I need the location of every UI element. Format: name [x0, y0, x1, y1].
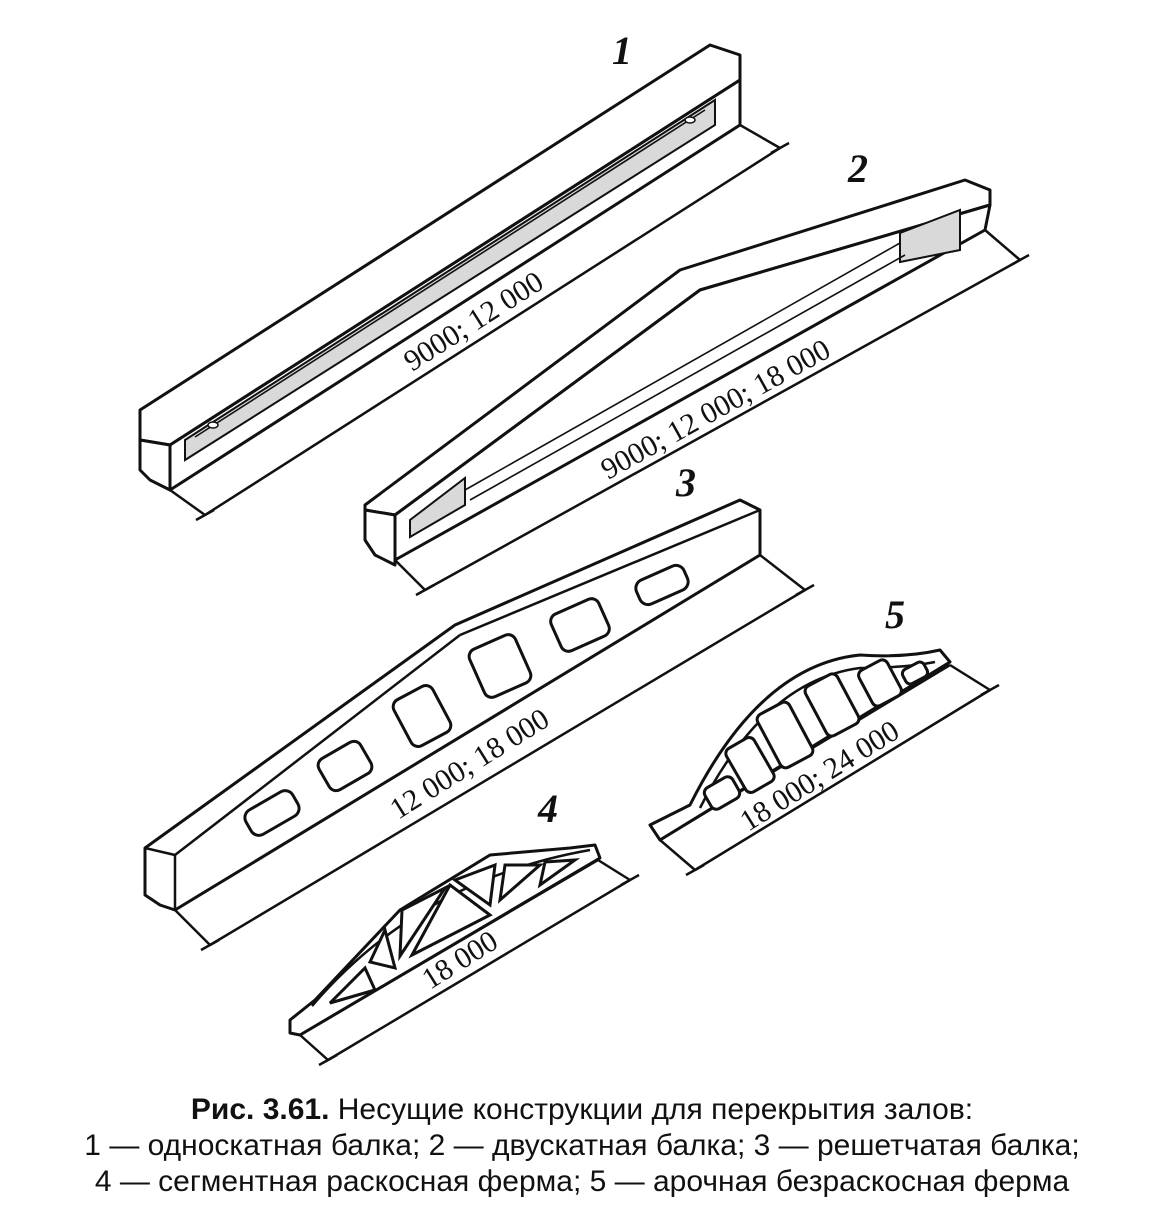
- beam-1-single-pitch: 1 9000; 12 000: [138, 28, 790, 522]
- item-1-number: 1: [612, 28, 632, 73]
- truss-4-segmental: 4 18 000: [288, 786, 640, 1067]
- caption-figure-label: Рис. 3.61.: [190, 1093, 330, 1126]
- caption-title: Несущие конструкции для перекрытия залов…: [329, 1093, 974, 1126]
- item-5-number: 5: [885, 592, 905, 637]
- item-3-number: 3: [675, 460, 696, 505]
- figure-caption: Рис. 3.61. Несущие конструкции для перек…: [0, 1092, 1164, 1200]
- item-4-number: 4: [537, 786, 558, 831]
- caption-title-line: Рис. 3.61. Несущие конструкции для перек…: [0, 1092, 1164, 1128]
- beam-3-lattice: 3 12 000; 18 000: [143, 460, 815, 952]
- caption-legend-line-1: 1 — односкатная балка; 2 — двускатная ба…: [84, 1129, 1080, 1162]
- truss-5-arched: 5 18 000; 24 000: [648, 592, 1000, 877]
- caption-legend-line-2: 4 — сегментная раскосная ферма; 5 — ароч…: [94, 1165, 1070, 1198]
- figure-drawing: 1 9000; 12 000 2 9000; 12 000; 18 000: [138, 28, 1030, 1067]
- item-2-number: 2: [847, 146, 868, 191]
